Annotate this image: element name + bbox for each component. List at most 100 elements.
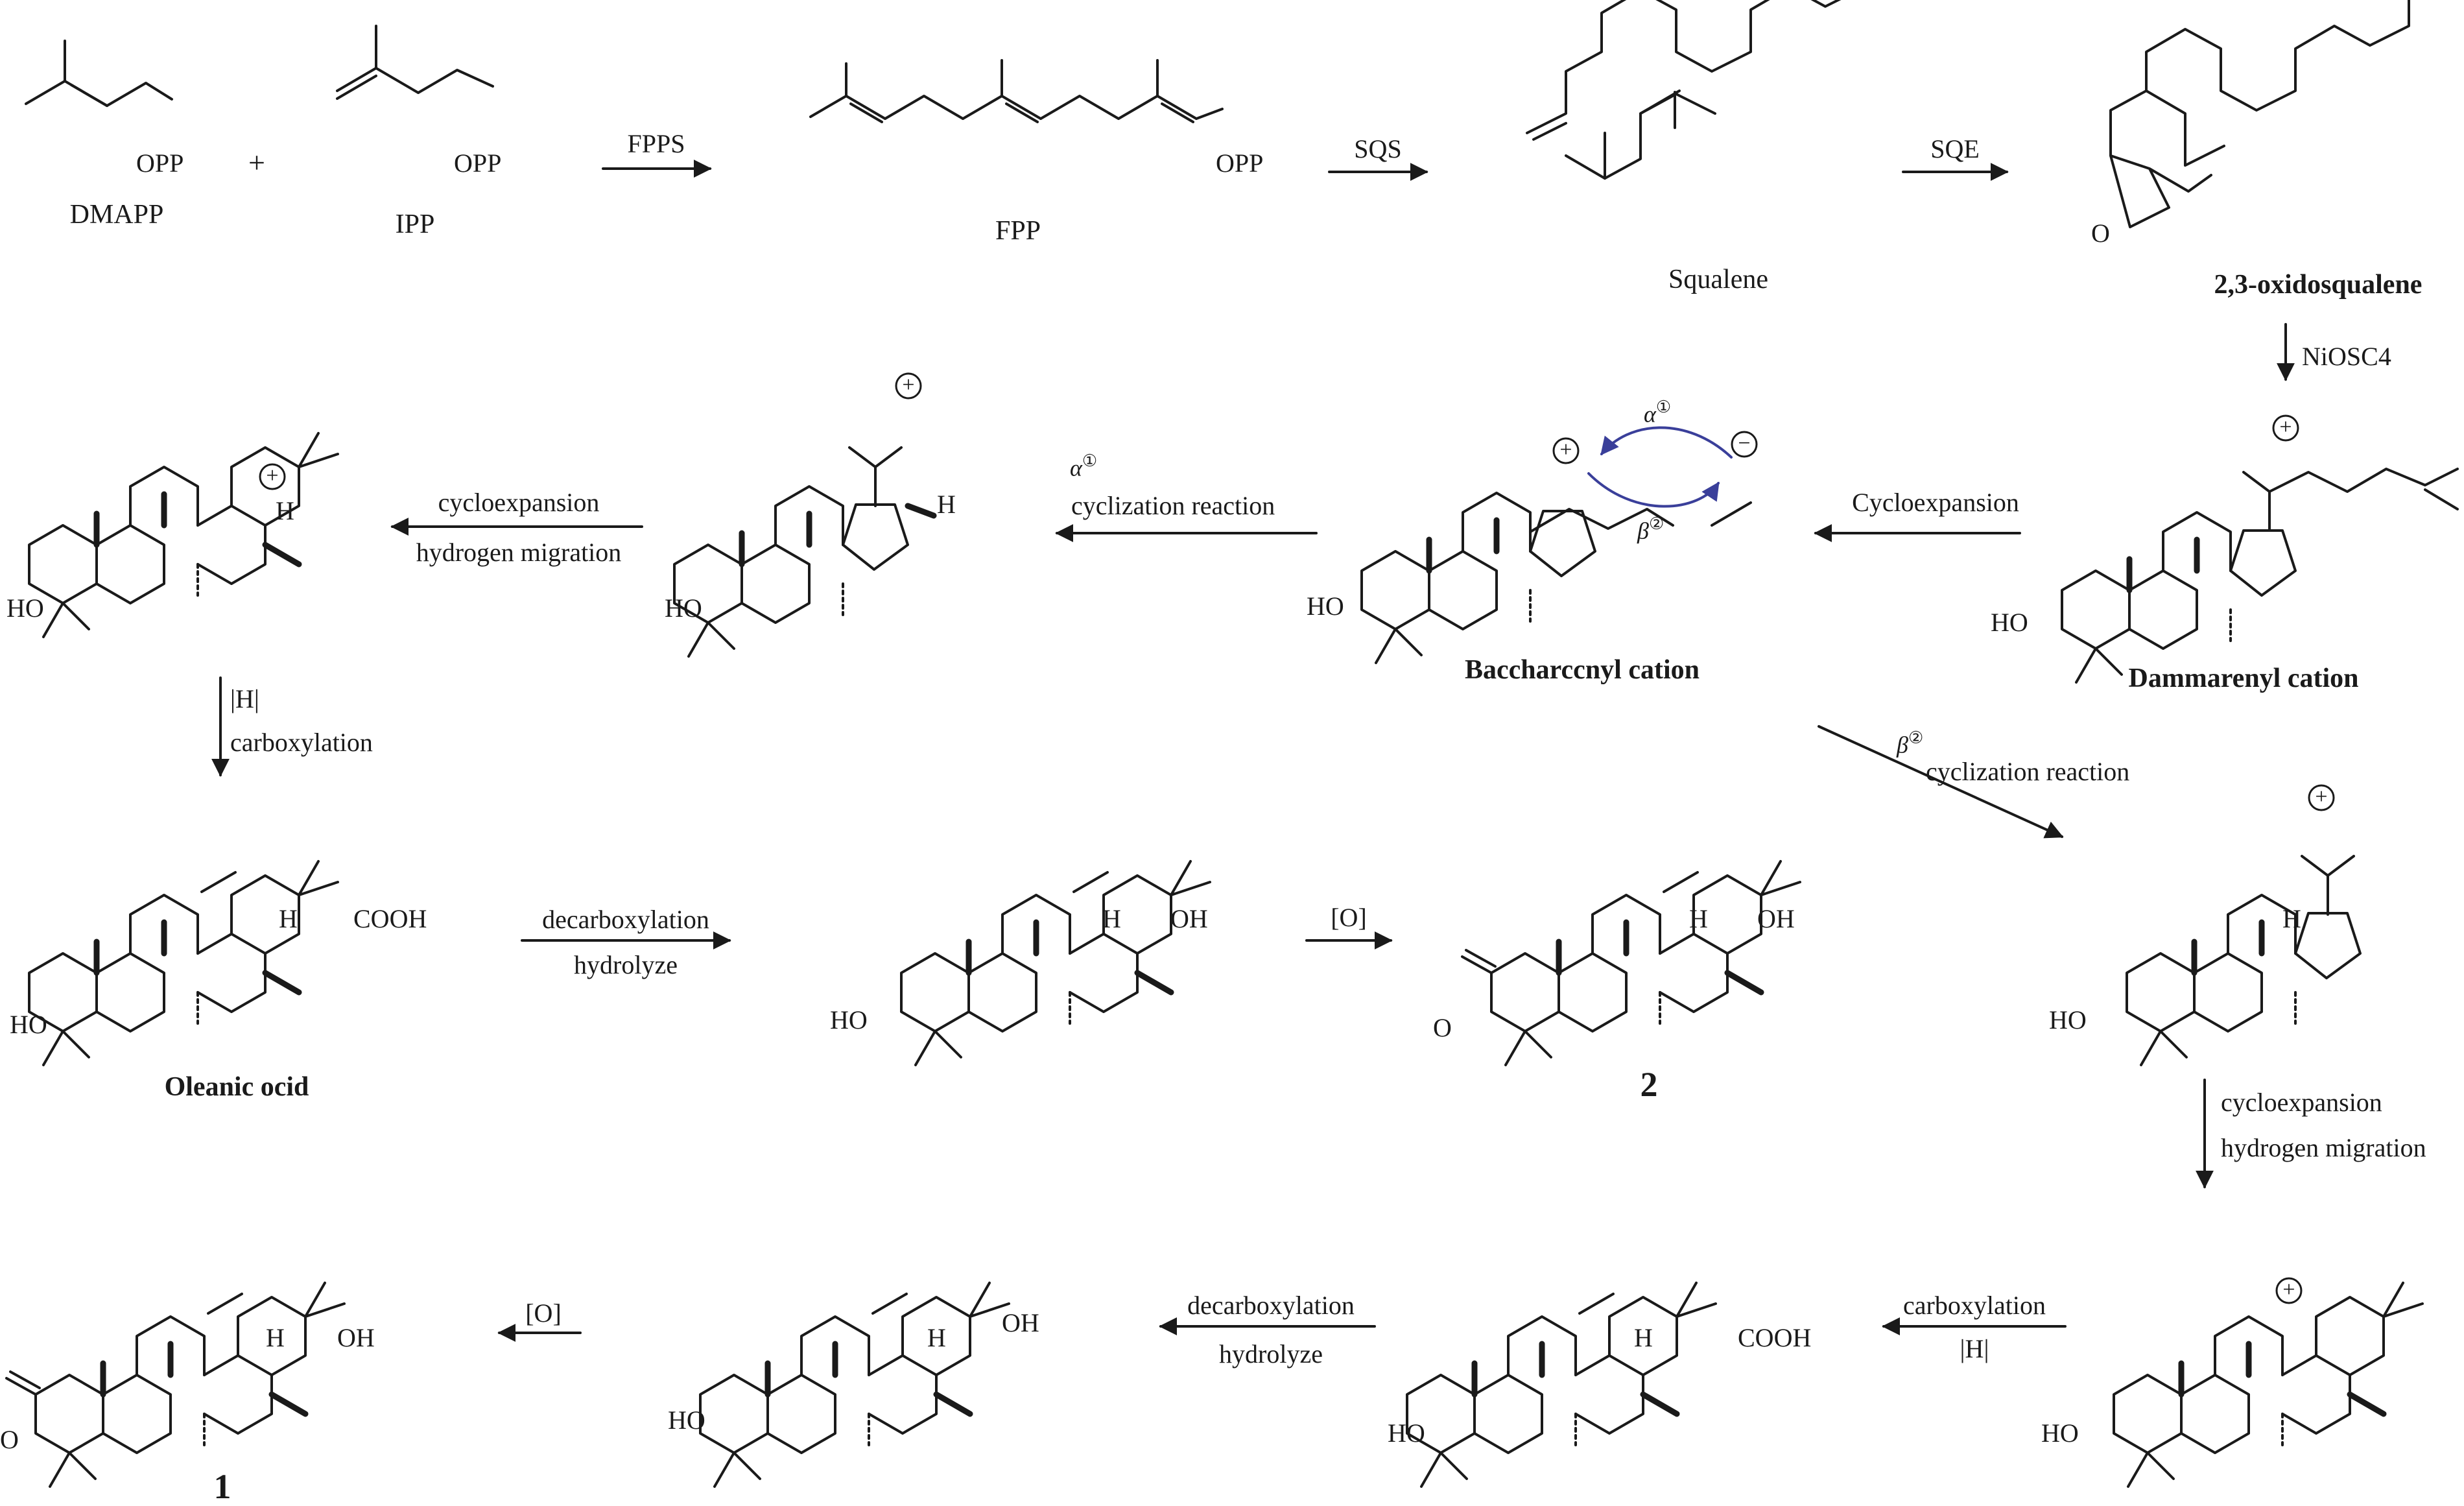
oxidation-a-label: [O] <box>1331 903 1367 932</box>
expansion-b-line1: cycloexpansion <box>2221 1088 2382 1117</box>
dmapp-label: DMAPP <box>69 200 164 230</box>
beta-symbol: β <box>1897 732 1908 758</box>
keto-o-1: O <box>0 1425 19 1454</box>
ho-row2-a: HO <box>6 593 44 623</box>
oleanyl-cation-b-structure <box>2114 1283 2423 1487</box>
alpha-symbol-2: α <box>1644 401 1656 427</box>
ho-row4-d: HO <box>2041 1418 2079 1448</box>
oh-row3-b: OH <box>1170 904 1208 933</box>
expansion-b-line2: hydrogen migration <box>2221 1133 2426 1162</box>
h-compound-2: H <box>1689 904 1708 933</box>
decarboxylation-b-line1: decarboxylation <box>1187 1291 1355 1320</box>
h-row4-c: H <box>1634 1323 1653 1352</box>
h-compound-1: H <box>266 1323 285 1352</box>
sqe-enzyme-label: SQE <box>1930 134 1980 163</box>
expansion-a-line2: hydrogen migration <box>416 538 622 567</box>
alpha-marker: α① <box>1070 453 1097 480</box>
carboxylation-a-line2: carboxylation <box>230 728 373 757</box>
ho-row4-b: HO <box>668 1405 705 1435</box>
ipp-opp: OPP <box>454 149 502 178</box>
charge-plus-2: + <box>266 464 279 488</box>
beta-cyclization-label: cyclization reaction <box>1926 757 2130 786</box>
ho-row3-d: HO <box>2049 1005 2087 1034</box>
fpp-opp: OPP <box>1216 149 1264 178</box>
baccharenyl-cation-structure <box>1362 493 1752 663</box>
lupenyl-cation-beta-structure <box>2127 855 2360 1065</box>
intermediate-cooh-b-structure <box>1407 1283 1716 1487</box>
alpha-arrow-marker: α① <box>1644 399 1671 426</box>
circled-one: ① <box>1082 451 1098 470</box>
oxidosqualene-label: 2,3-oxidosqualene <box>2214 270 2423 300</box>
dammarenyl-cation-structure <box>2062 468 2459 682</box>
charge-plus-3: + <box>1559 438 1572 462</box>
cooh-row4-c: COOH <box>1738 1323 1812 1352</box>
charge-plus-4: + <box>2279 415 2292 439</box>
oh-compound-2: OH <box>1757 904 1795 933</box>
expansion-a-line1: cycloexpansion <box>438 488 600 517</box>
carboxylation-a-line1: |H| <box>230 684 259 713</box>
h-row2-b: H <box>937 490 956 519</box>
oleanyl-cation-structure <box>29 433 338 637</box>
h-row2-a: H <box>276 496 294 525</box>
decarboxylation-a-line1: decarboxylation <box>542 905 709 934</box>
squalene-structure <box>1526 0 1842 180</box>
ipp-structure <box>336 25 494 100</box>
ho-row4-c: HO <box>1388 1418 1425 1448</box>
dammarenyl-label: Dammarenyl cation <box>2128 663 2359 693</box>
sqs-enzyme-label: SQS <box>1354 134 1402 163</box>
alpha-cyclization-label: cyclization reaction <box>1071 491 1275 520</box>
ho-row3-b: HO <box>830 1005 868 1034</box>
ho-row2-c: HO <box>1307 592 1344 621</box>
charge-plus-6: + <box>2282 1278 2295 1302</box>
arrows <box>211 160 2295 1342</box>
niosc4-enzyme-label: NiOSC4 <box>2302 342 2391 371</box>
plus-sign: + <box>248 146 265 179</box>
beta-symbol-2: β <box>1637 518 1649 544</box>
h-oleanic: H <box>279 904 298 933</box>
intermediate-oh-b-structure <box>700 1283 1009 1487</box>
charge-minus: − <box>1738 431 1751 455</box>
beta-marker: β② <box>1897 730 1923 757</box>
keto-o-2: O <box>1433 1013 1452 1042</box>
lupenyl-cation-alpha-structure <box>674 446 937 656</box>
ho-row2-d: HO <box>1991 608 2028 637</box>
electron-push-arrows <box>1587 426 1733 508</box>
compound-2-label: 2 <box>1640 1065 1658 1104</box>
epoxide-o: O <box>2091 219 2110 248</box>
intermediate-oh-a-structure <box>901 861 1210 1065</box>
oxidation-b-label: [O] <box>525 1298 562 1328</box>
ho-oleanic: HO <box>10 1010 47 1039</box>
circled-two-2: ② <box>1648 514 1664 533</box>
compound-2-structure <box>1461 861 1800 1065</box>
decarboxylation-a-line2: hydrolyze <box>574 950 678 979</box>
ipp-label: IPP <box>395 209 435 239</box>
dmapp-structure <box>25 40 173 107</box>
carboxylation-b-line2: |H| <box>1960 1334 1989 1363</box>
h-row3-b: H <box>1102 904 1121 933</box>
compound-1-structure <box>5 1283 344 1487</box>
ho-row2-b: HO <box>665 593 702 623</box>
h-row4-b: H <box>927 1323 946 1352</box>
cycloexpansion-label: Cycloexpansion <box>1852 488 2019 517</box>
alpha-symbol: α <box>1070 455 1082 481</box>
charge-plus-1: + <box>902 373 915 397</box>
squalene-label: Squalene <box>1668 265 1768 294</box>
fpp-structure <box>809 59 1224 123</box>
h-row3-d: H <box>2282 904 2301 933</box>
oh-row4-b: OH <box>1002 1308 1039 1337</box>
beta-arrow-marker: β② <box>1637 516 1664 543</box>
decarboxylation-b-line2: hydrolyze <box>1219 1339 1323 1369</box>
charge-plus-5: + <box>2315 785 2328 809</box>
oleanic-acid-label: Oleanic ocid <box>164 1072 309 1102</box>
fpp-label: FPP <box>995 216 1041 246</box>
circled-two: ② <box>1908 728 1924 747</box>
dmapp-opp: OPP <box>136 149 184 178</box>
oleanolic-acid-structure <box>29 861 338 1065</box>
oh-compound-1: OH <box>337 1323 375 1352</box>
charge-circles <box>259 372 2335 1304</box>
fpps-enzyme-label: FPPS <box>627 129 685 158</box>
baccharenyl-label: Baccharccnyl cation <box>1464 655 1700 685</box>
compound-1-label: 1 <box>213 1467 231 1506</box>
carboxylation-b-line1: carboxylation <box>1903 1291 2046 1320</box>
